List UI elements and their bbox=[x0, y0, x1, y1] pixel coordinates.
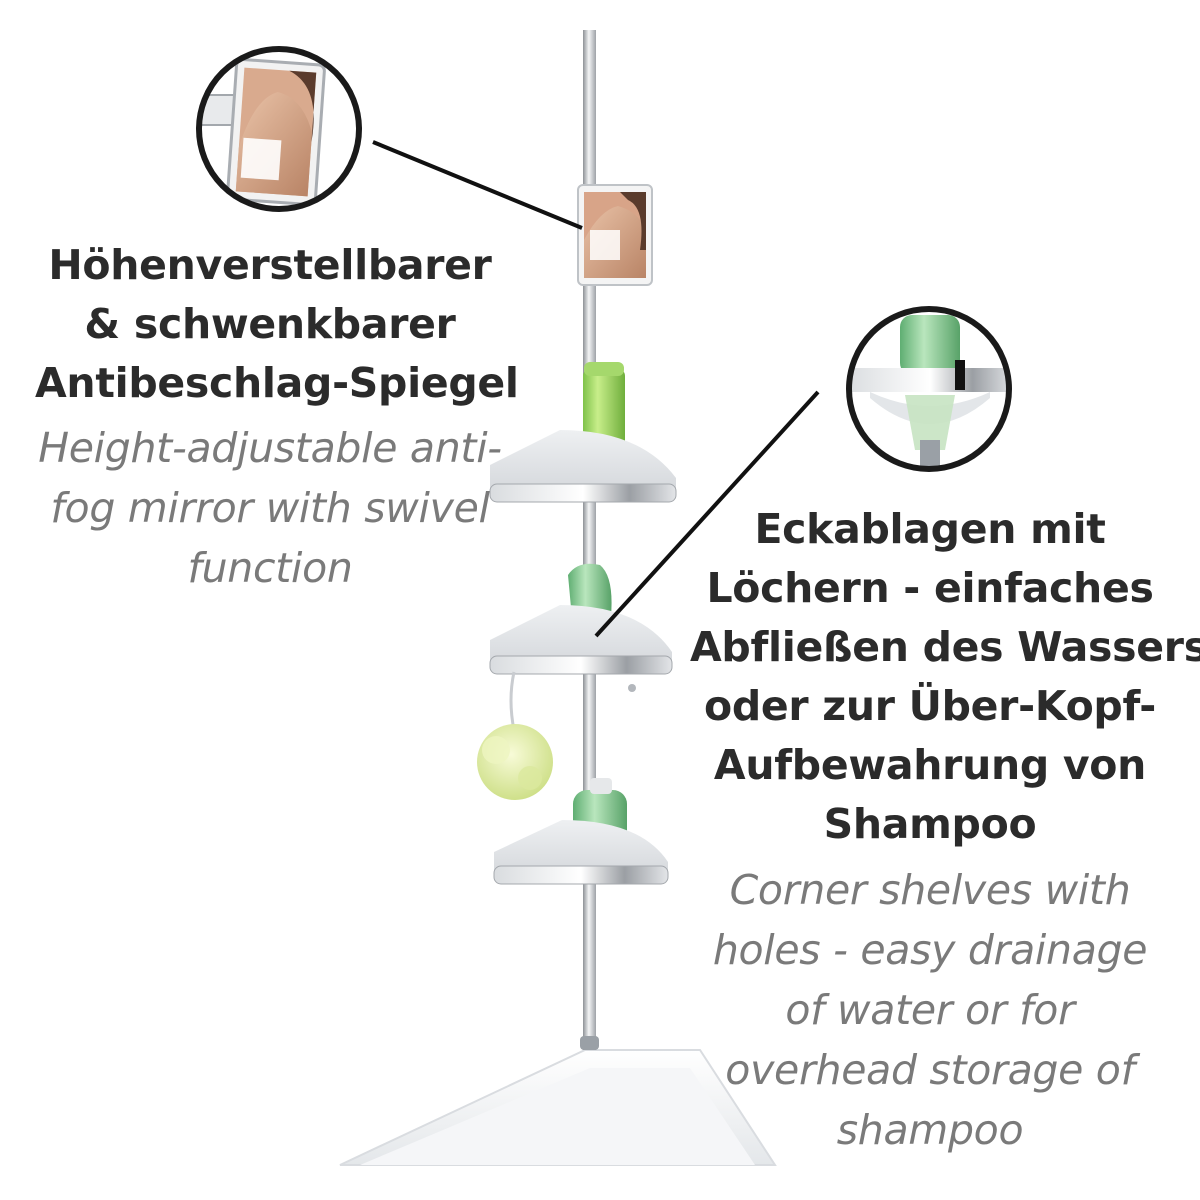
mirror-zoom-circle bbox=[196, 46, 362, 212]
shelves-german-line: Eckablagen mit bbox=[754, 505, 1106, 553]
shelves-english-text: Corner shelves with holes - easy drainag… bbox=[690, 860, 1170, 1160]
mirror-english-line: function bbox=[187, 544, 353, 592]
shelves-english-line: Corner shelves with bbox=[729, 866, 1131, 914]
shelf-zoom-circle bbox=[846, 306, 1012, 472]
shelves-english-line: of water or for bbox=[785, 986, 1075, 1034]
mirror bbox=[577, 184, 653, 286]
bathtub bbox=[339, 1049, 777, 1166]
corner-shelf-top bbox=[489, 362, 677, 503]
shelves-german-line: Löchern - einfaches bbox=[706, 564, 1154, 612]
mirror-german-line: Antibeschlag-Spiegel bbox=[35, 359, 519, 407]
shelves-english-line: holes - easy drainage bbox=[712, 926, 1148, 974]
tension-pole bbox=[583, 30, 596, 1050]
shelves-german-line: Shampoo bbox=[823, 800, 1037, 848]
shelf-callout-line bbox=[594, 390, 820, 638]
shelves-german-line: oder zur Über-Kopf- bbox=[703, 682, 1157, 730]
mirror-german-line: Höhenverstellbarer bbox=[48, 241, 492, 289]
shelves-german-line: Abfließen des Wassers bbox=[690, 623, 1200, 671]
mirror-english-line: Height-adjustable anti- bbox=[38, 424, 502, 472]
shelves-callout: Eckablagen mit Löchern - einfaches Abfli… bbox=[690, 500, 1200, 1160]
mirror-callout-line bbox=[372, 140, 583, 230]
bath-sponge bbox=[477, 724, 553, 800]
shelves-german-text: Eckablagen mit Löchern - einfaches Abfli… bbox=[690, 500, 1200, 854]
pole-foot bbox=[580, 1036, 599, 1050]
mirror-german-line: & schwenkbarer bbox=[84, 300, 456, 348]
mirror-callout: Höhenverstellbarer & schwenkbarer Antibe… bbox=[35, 236, 519, 598]
shelves-english-line: overhead storage of bbox=[725, 1046, 1135, 1094]
shelves-german-line: Aufbewahrung von bbox=[713, 741, 1147, 789]
mirror-english-line: fog mirror with swivel bbox=[50, 484, 490, 532]
mirror-english-text: Height-adjustable anti- fog mirror with … bbox=[35, 418, 505, 598]
shelves-english-line: shampoo bbox=[836, 1106, 1024, 1154]
corner-shelf-middle bbox=[489, 563, 673, 731]
corner-shelf-bottom bbox=[493, 778, 669, 885]
mirror-german-text: Höhenverstellbarer & schwenkbarer Antibe… bbox=[35, 236, 519, 413]
